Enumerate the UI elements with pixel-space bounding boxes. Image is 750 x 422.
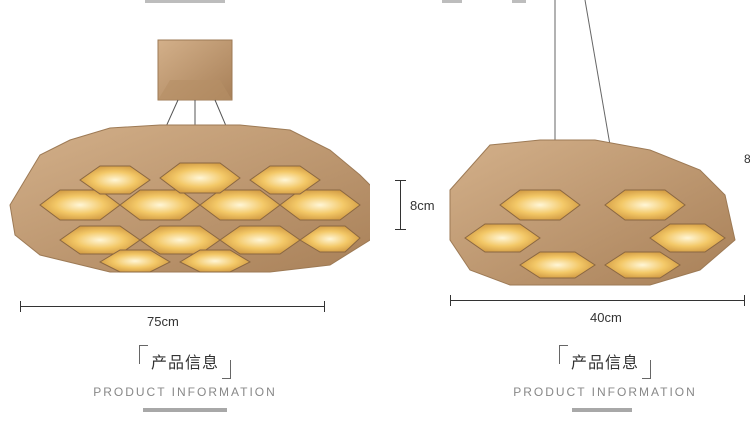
- height-dimension-line: [395, 180, 406, 230]
- top-divider: [145, 0, 225, 3]
- product-info-heading: 产品信息 PRODUCT INFORMATION: [420, 345, 750, 399]
- info-title-cn: 产品信息: [150, 355, 219, 372]
- info-cn-frame: 产品信息: [138, 345, 231, 379]
- info-cn-frame: 产品信息: [558, 345, 651, 379]
- suspension-wire: [584, 0, 611, 146]
- product-panel-large: 8cm 75cm 产品信息 PRODUCT INFORMATION: [0, 0, 435, 422]
- info-title-cn: 产品信息: [570, 355, 639, 372]
- product-info-heading: 产品信息 PRODUCT INFORMATION: [0, 345, 370, 399]
- bottom-bar: [572, 408, 632, 412]
- height-label: 8cm: [410, 198, 435, 213]
- info-title-en: PRODUCT INFORMATION: [93, 385, 277, 399]
- info-title-en: PRODUCT INFORMATION: [513, 385, 697, 399]
- top-divider: [442, 0, 462, 3]
- width-label: 75cm: [147, 314, 179, 329]
- clipped-dimension-label: 8: [744, 152, 750, 166]
- top-divider: [512, 0, 526, 3]
- honeycomb-cells: [39, 162, 361, 273]
- honeycomb-cells: [464, 189, 726, 279]
- width-dimension-line: [20, 301, 325, 312]
- product-panel-small: 8 40cm 产品信息 PRODUCT INFORMATION: [380, 0, 750, 422]
- width-label: 40cm: [590, 310, 622, 325]
- bottom-bar: [143, 408, 227, 412]
- width-dimension-line: [450, 295, 745, 306]
- honeycomb-pendant-lamp-small: [449, 0, 736, 286]
- honeycomb-pendant-lamp-large: [9, 39, 370, 273]
